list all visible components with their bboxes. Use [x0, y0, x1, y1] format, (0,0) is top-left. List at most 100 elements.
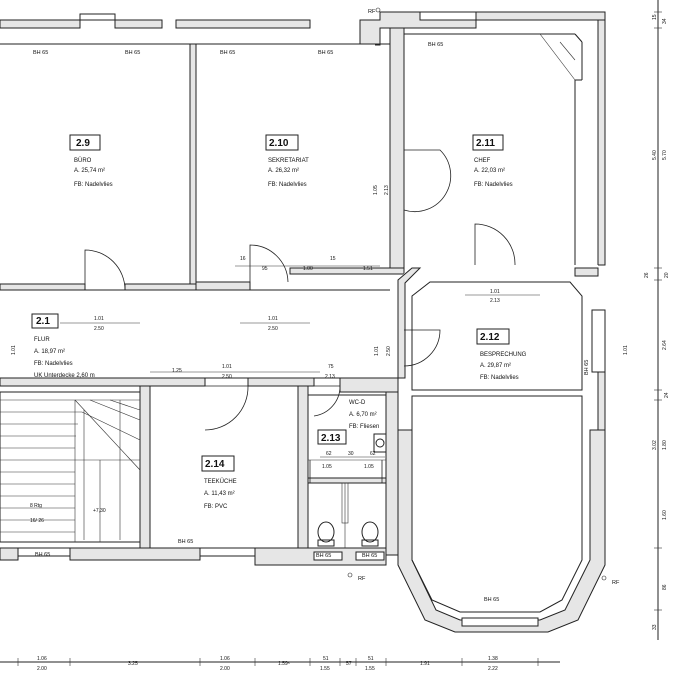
- stair-level: +7,30: [93, 508, 106, 514]
- dim-text-vertical: 1.60: [662, 510, 668, 520]
- dim-text-vertical: 2.50: [386, 346, 392, 356]
- room-name: BÜRO: [74, 157, 92, 164]
- dim-text-vertical: 1.80: [662, 440, 668, 450]
- dim-text: 1.38: [488, 656, 498, 662]
- dim-text-vertical: 2.64: [662, 340, 668, 350]
- dim-text: 1.01: [268, 316, 278, 322]
- room-2-1: 2.1 FLUR A. 18,97 m² FB: Nadelvlies UK U…: [31, 313, 95, 379]
- room-area: A. 6,70 m²: [349, 412, 377, 418]
- bottom-dimension-chain: 1.06 2.00 3.25 1.06 2.00 1.59⁵ 51 1.55 5…: [0, 656, 560, 672]
- room-name: TEEKÜCHE: [204, 478, 237, 485]
- staircase: +7,30 8 Rtg 16/ 26: [0, 399, 141, 542]
- dim-text: 2.50: [94, 326, 104, 332]
- room-2-12: 2.12 BESPRECHUNG A. 29,87 m² FB: Nadelvl…: [476, 328, 527, 381]
- dim-text: 57: [346, 661, 352, 667]
- room-floor: FB: PVC: [204, 504, 228, 510]
- dim-text: 1.01: [490, 289, 500, 295]
- stair-rise: 16/ 26: [30, 518, 44, 524]
- dim-text: 2.50: [222, 374, 232, 380]
- bh-label: BH 65: [178, 539, 193, 545]
- dim-text-vertical: 26: [644, 272, 650, 278]
- dim-text-vertical: 20: [664, 272, 670, 278]
- room-floor: FB: Nadelvlies: [34, 361, 73, 367]
- room-2-10: 2.10 SEKRETARIAT A. 26,32 m² FB: Nadelvl…: [265, 134, 309, 188]
- room-number: 2.11: [476, 138, 495, 149]
- dim-text-vertical: 34: [662, 18, 668, 24]
- dim-text: 1.05: [364, 464, 374, 470]
- dim-text-vertical: 5.40: [652, 150, 658, 160]
- room-ceiling: UK Unterdecke 2,60 m: [34, 373, 95, 379]
- dim-text: 1.25: [172, 368, 182, 374]
- room-floor: FB: Nadelvlies: [480, 375, 519, 381]
- right-dimension-chain: 15 34 5.40 5.70 26 20 2.64 24 3.02 1.80 …: [644, 0, 670, 640]
- dim-text: 51: [323, 656, 329, 662]
- room-number: 2.9: [76, 138, 90, 149]
- dim-text: 1.05: [322, 464, 332, 470]
- room-floor: FB: Nadelvlies: [74, 182, 113, 188]
- room-outlines: [0, 33, 583, 613]
- dim-text-vertical: 1.01: [11, 345, 17, 355]
- dim-text-vertical: 5.70: [662, 150, 668, 160]
- sanitary-fixtures: [317, 433, 387, 547]
- room-area: A. 26,32 m²: [268, 168, 299, 174]
- windows: [17, 11, 606, 627]
- room-2-13: 2.13 WC-D A. 6,70 m² FB: Fliesen: [317, 400, 379, 445]
- room-2-11: 2.11 CHEF A. 22,03 m² FB: Nadelvlies: [472, 134, 513, 188]
- dim-text: 2.13: [490, 298, 500, 304]
- dim-text-vertical: 2.13: [384, 185, 390, 195]
- rf-label: RF: [612, 580, 620, 586]
- room-name: CHEF: [474, 158, 491, 164]
- dim-text: 1.01: [222, 364, 232, 370]
- bh-label: BH 65: [35, 552, 50, 558]
- room-area: A. 29,87 m²: [480, 363, 511, 369]
- dim-text: 1.55: [365, 666, 375, 672]
- rf-label: RF: [368, 9, 376, 15]
- dim-text: 2.00: [220, 666, 230, 672]
- bh-label: BH 65: [484, 597, 499, 603]
- dim-text: 1.55: [320, 666, 330, 672]
- dim-text: 2.22: [488, 666, 498, 672]
- bh-label-vertical: BH 65: [584, 360, 590, 375]
- dim-text: 62: [326, 451, 332, 457]
- dim-text-vertical: 1.01: [374, 346, 380, 356]
- dim-text: 1.00: [303, 266, 313, 272]
- dim-text-vertical: 3.02: [652, 440, 658, 450]
- room-floor: FB: Nadelvlies: [268, 182, 307, 188]
- room-floor: FB: Nadelvlies: [474, 182, 513, 188]
- bh-label: BH 65: [33, 50, 48, 56]
- room-name: SEKRETARIAT: [268, 158, 309, 164]
- room-number: 2.12: [480, 332, 500, 343]
- room-area: A. 22,03 m²: [474, 168, 505, 174]
- dim-text: 30: [348, 451, 354, 457]
- room-number: 2.10: [269, 138, 289, 149]
- room-name: FLUR: [34, 337, 50, 343]
- dim-text: 1.51: [363, 266, 373, 272]
- dim-text-vertical: 1.05: [373, 185, 379, 195]
- room-name: BESPRECHUNG: [480, 352, 527, 358]
- dim-text-vertical: 24: [664, 392, 670, 398]
- dim-text: 16: [240, 256, 246, 262]
- dim-text: 2.00: [37, 666, 47, 672]
- dim-text: 1.06: [220, 656, 230, 662]
- doors: [84, 149, 516, 483]
- dim-text: 1.91: [420, 661, 430, 667]
- room-area: A. 25,74 m²: [74, 168, 105, 174]
- bh-label: BH 65: [220, 50, 235, 56]
- room-number: 2.13: [321, 433, 341, 444]
- dim-text: 2.13: [325, 374, 335, 380]
- dim-text: 62: [370, 451, 376, 457]
- bh-label: BH 65: [316, 553, 331, 559]
- dim-text-vertical: 15: [652, 14, 658, 20]
- dim-text: 1.06: [37, 656, 47, 662]
- room-area: A. 18,97 m²: [34, 349, 65, 355]
- interior-dimensions: 1.01 2.50 1.01 2.50 1.25 1.01 2.50 75 2.…: [11, 185, 629, 470]
- bh-label: BH 65: [428, 42, 443, 48]
- dim-text: 1.01: [94, 316, 104, 322]
- dim-text: 75: [328, 364, 334, 370]
- room-2-9: 2.9 BÜRO A. 25,74 m² FB: Nadelvlies: [69, 134, 113, 188]
- bh-label: BH 65: [125, 50, 140, 56]
- room-2-14: 2.14 TEEKÜCHE A. 11,43 m² FB: PVC: [201, 455, 237, 510]
- dim-text: 2.50: [268, 326, 278, 332]
- room-area: A. 11,43 m²: [204, 491, 235, 497]
